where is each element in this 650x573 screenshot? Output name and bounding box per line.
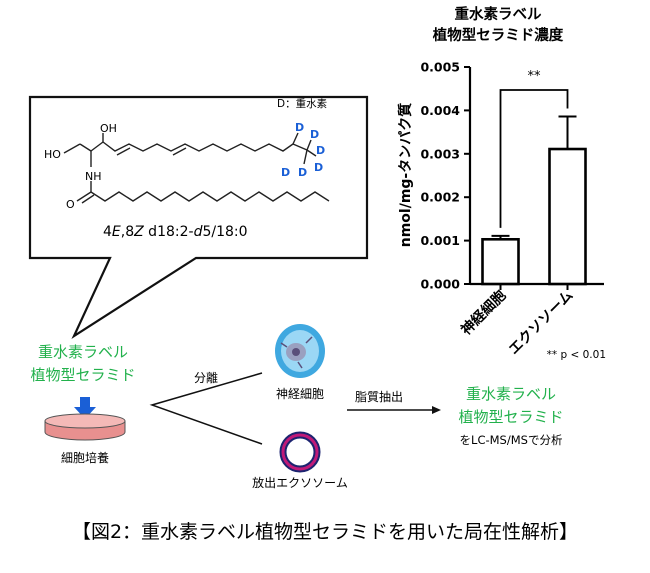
result-label-line1: 重水素ラベル [466, 385, 556, 403]
culture-label: 細胞培養 [61, 450, 109, 465]
category-label: エクソソーム [506, 288, 576, 358]
d-label: D [316, 144, 325, 157]
extraction-label: 脂質抽出 [355, 389, 403, 404]
significance-footnote: ** p < 0.01 [547, 349, 606, 361]
culture-dish-icon [44, 413, 126, 441]
d-label: D [281, 166, 290, 179]
y-tick-label: 0.004 [420, 103, 460, 118]
category-label: 神経細胞 [458, 287, 510, 339]
y-tick-label: 0.001 [420, 233, 460, 248]
chart-title-line1: 重水素ラベル [455, 5, 542, 23]
figure-caption: 【図2：重水素ラベル植物型セラミドを用いた局在性解析】 [72, 521, 578, 543]
ceramide-structure [63, 132, 330, 204]
structure-callout: D：重水素 OH HO NH O [28, 95, 369, 339]
flow-diagram: 重水素ラベル 植物型セラミド 細胞培養 分離 神経細胞 [30, 324, 564, 490]
y-tick-label: 0.002 [420, 190, 460, 205]
source-label-line1: 重水素ラベル [38, 343, 128, 361]
y-tick-label: 0.005 [420, 60, 460, 75]
analysis-label: をLC-MS/MSで分析 [460, 433, 563, 447]
bar [548, 147, 587, 286]
chart-title-line2: 植物型セラミド濃度 [433, 26, 564, 44]
d-label: D [295, 121, 304, 134]
nh-label: NH [85, 170, 102, 183]
significance-bracket [499, 89, 569, 228]
oh-label: OH [100, 122, 117, 135]
d-label: D [314, 161, 323, 174]
neuron-cell-icon [275, 324, 325, 378]
branch-lines [149, 372, 263, 445]
neuron-label: 神経細胞 [276, 387, 324, 401]
ho-label: HO [44, 148, 61, 161]
compound-name: 4E,8Z d18:2-d5/18:0 [103, 224, 248, 240]
o-label: O [66, 198, 75, 211]
y-tick-label: 0.000 [420, 277, 460, 292]
exosome-label: 放出エクソソーム [252, 475, 348, 490]
bar [481, 237, 520, 286]
result-label-line2: 植物型セラミド [458, 408, 563, 426]
separation-label: 分離 [194, 371, 218, 385]
d-label: D [310, 128, 319, 141]
add-arrow-icon [74, 397, 96, 419]
d-label: D [298, 166, 307, 179]
bar-chart: 重水素ラベル 植物型セラミド濃度 nmol/mg-タンパク質 ** p < 0.… [397, 5, 606, 361]
deuterium-legend: D：重水素 [277, 97, 327, 110]
source-label-line2: 植物型セラミド [30, 366, 135, 384]
y-axis-label: nmol/mg-タンパク質 [397, 103, 414, 248]
significance-marker: ** [528, 69, 542, 84]
y-tick-label: 0.003 [420, 146, 460, 161]
